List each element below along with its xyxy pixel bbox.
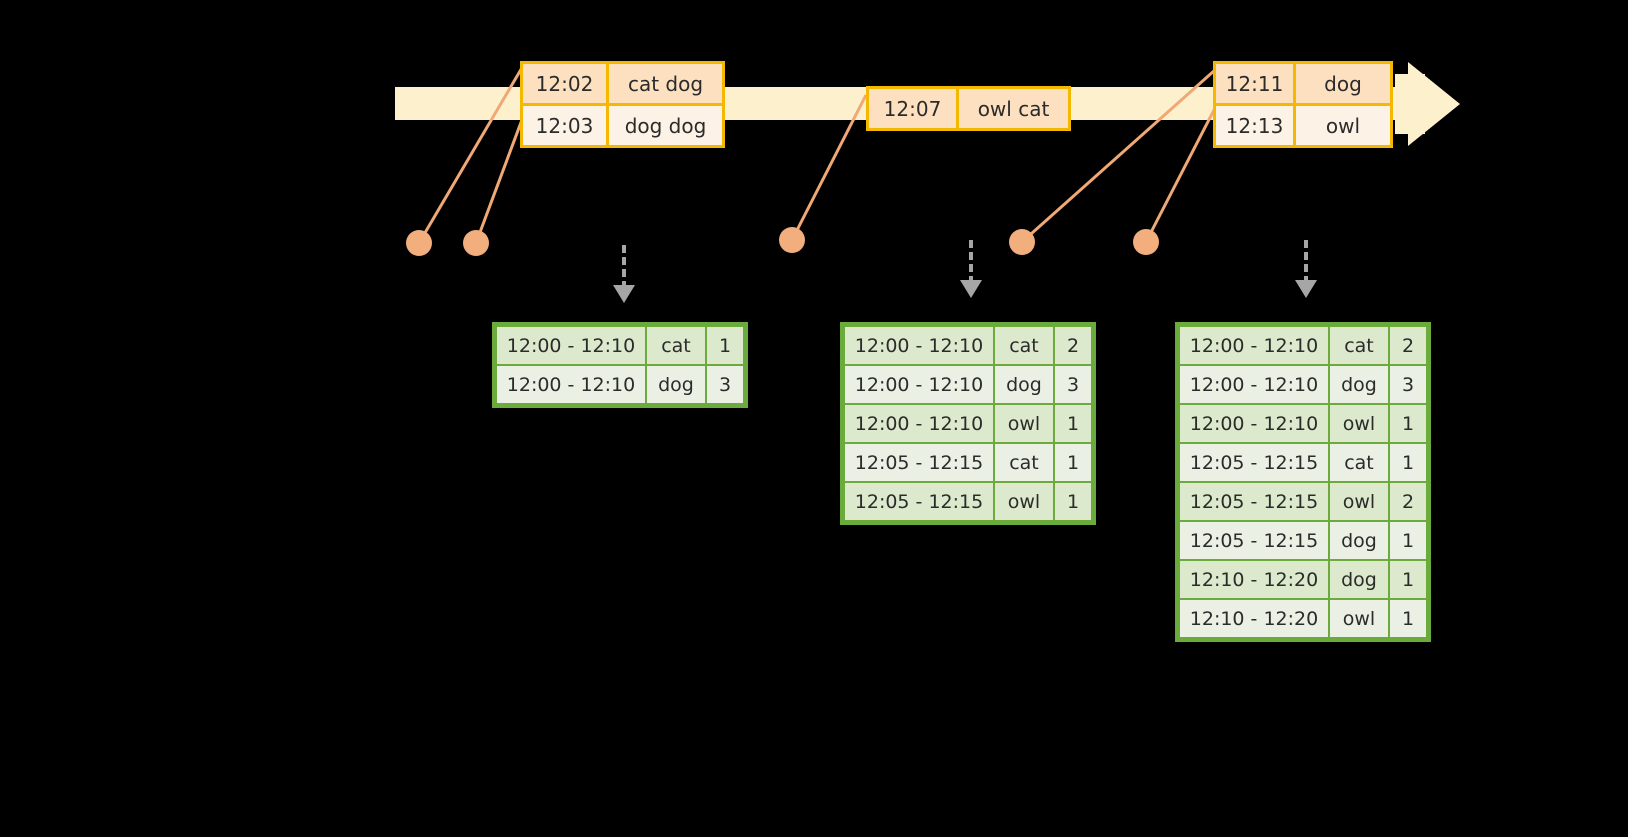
event-box-1[interactable]: 12:02 cat dog 12:03 dog dog: [520, 61, 725, 148]
event-box-2[interactable]: 12:07 owl cat: [866, 86, 1071, 131]
result-word: owl: [995, 483, 1053, 520]
dashed-arrow-line: [1304, 240, 1308, 284]
result-word: dog: [1330, 561, 1388, 598]
event-dot[interactable]: [779, 227, 805, 253]
result-count: 3: [1055, 366, 1091, 403]
result-window: 12:05 - 12:15: [1180, 522, 1328, 559]
event-words: owl cat: [977, 96, 1050, 121]
result-count: 1: [1390, 522, 1426, 559]
result-window: 12:00 - 12:10: [845, 366, 993, 403]
result-count: 1: [1055, 405, 1091, 442]
event-dot[interactable]: [406, 230, 432, 256]
result-word: dog: [1330, 522, 1388, 559]
event-time: 12:02: [523, 64, 609, 103]
dashed-arrow-head: [613, 285, 635, 303]
event-time: 12:03: [523, 106, 609, 145]
result-count: 1: [1390, 600, 1426, 637]
dashed-arrow-head: [1295, 280, 1317, 298]
event-words: cat dog: [627, 71, 704, 96]
result-count: 2: [1390, 327, 1426, 364]
result-word: cat: [1330, 444, 1388, 481]
timeline-arrowhead: [1408, 62, 1460, 146]
event-row: 12:11 dog: [1216, 64, 1390, 103]
result-word: dog: [647, 366, 705, 403]
event-row: 12:02 cat dog: [523, 64, 722, 103]
event-time: 12:11: [1216, 64, 1296, 103]
result-window: 12:05 - 12:15: [845, 444, 993, 481]
connector-line: [1144, 107, 1217, 243]
result-count: 1: [1390, 444, 1426, 481]
result-word: owl: [995, 405, 1053, 442]
result-window: 12:00 - 12:10: [1180, 405, 1328, 442]
result-word: cat: [995, 444, 1053, 481]
event-dot[interactable]: [1133, 229, 1159, 255]
event-row: 12:03 dog dog: [523, 103, 722, 145]
event-time: 12:07: [869, 89, 959, 128]
result-word: owl: [1330, 483, 1388, 520]
result-word: cat: [995, 327, 1053, 364]
result-window: 12:05 - 12:15: [1180, 444, 1328, 481]
result-window: 12:05 - 12:15: [1180, 483, 1328, 520]
result-count: 3: [1390, 366, 1426, 403]
event-time: 12:13: [1216, 106, 1296, 145]
result-word: owl: [1330, 600, 1388, 637]
result-window: 12:10 - 12:20: [1180, 561, 1328, 598]
result-window: 12:00 - 12:10: [497, 327, 645, 364]
event-row: 12:13 owl: [1216, 103, 1390, 145]
result-word: cat: [647, 327, 705, 364]
dashed-arrow-head: [960, 280, 982, 298]
event-row: 12:07 owl cat: [869, 89, 1068, 128]
result-count: 3: [707, 366, 743, 403]
dashed-arrow-line: [969, 240, 973, 284]
result-word: cat: [1330, 327, 1388, 364]
event-dot[interactable]: [1009, 229, 1035, 255]
result-count: 2: [1055, 327, 1091, 364]
event-box-3[interactable]: 12:11 dog 12:13 owl: [1213, 61, 1393, 148]
event-dot[interactable]: [463, 230, 489, 256]
event-words: owl: [1325, 113, 1361, 138]
result-count: 2: [1390, 483, 1426, 520]
result-word: dog: [995, 366, 1053, 403]
result-word: dog: [1330, 366, 1388, 403]
result-word: owl: [1330, 405, 1388, 442]
result-count: 1: [707, 327, 743, 364]
result-window: 12:00 - 12:10: [845, 327, 993, 364]
result-window: 12:00 - 12:10: [1180, 366, 1328, 403]
event-words: dog dog: [624, 113, 707, 138]
result-window: 12:05 - 12:15: [845, 483, 993, 520]
result-count: 1: [1390, 561, 1426, 598]
result-window: 12:00 - 12:10: [845, 405, 993, 442]
result-window: 12:10 - 12:20: [1180, 600, 1328, 637]
result-count: 1: [1055, 444, 1091, 481]
result-count: 1: [1055, 483, 1091, 520]
dashed-arrow-line: [622, 245, 626, 289]
result-window: 12:00 - 12:10: [497, 366, 645, 403]
event-words: dog: [1324, 71, 1362, 96]
result-count: 1: [1390, 405, 1426, 442]
connector-line: [474, 116, 525, 244]
result-window: 12:00 - 12:10: [1180, 327, 1328, 364]
